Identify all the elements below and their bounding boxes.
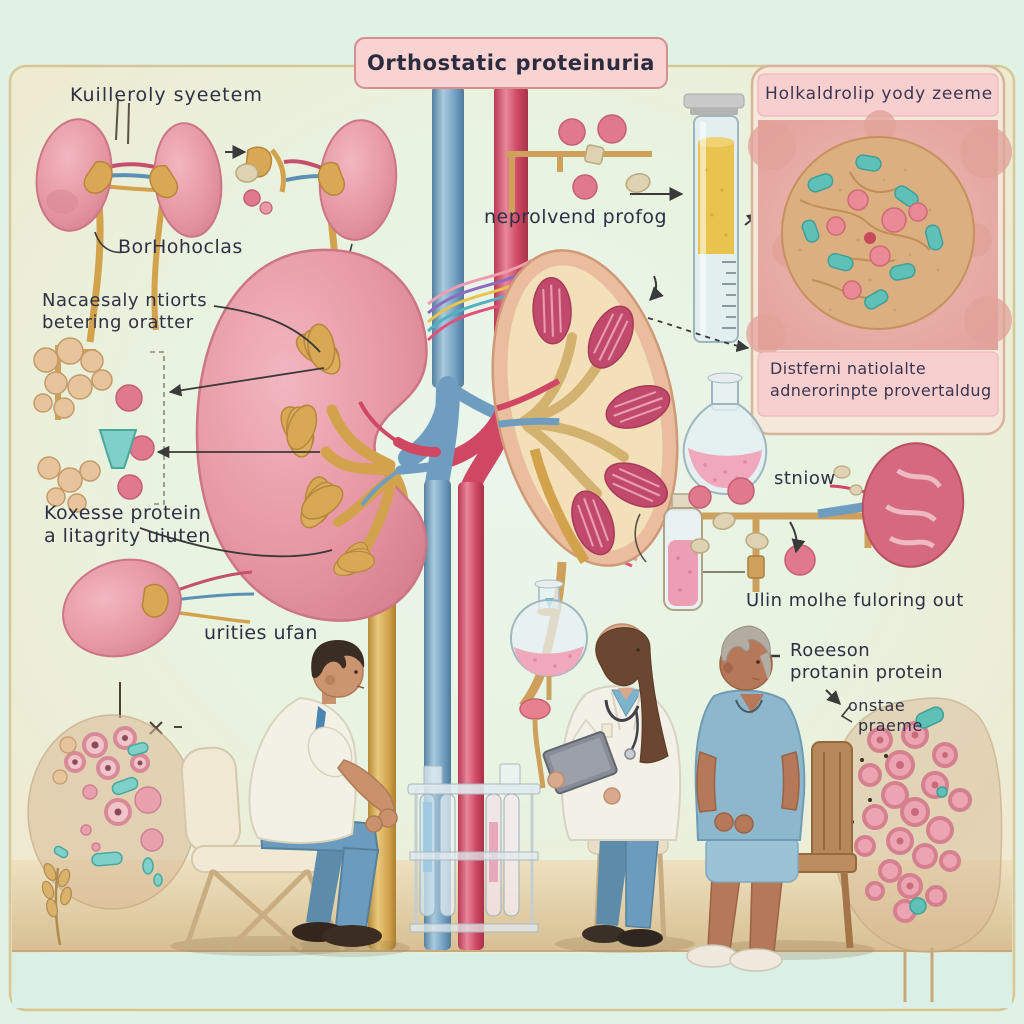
- label-neprolvend: neprolvend profog: [484, 206, 668, 228]
- renal-vein-tube-top: [432, 86, 464, 388]
- protein-molecule-cluster-left: [33, 337, 165, 513]
- label-roeeson: Roeeson protanin protein: [790, 640, 944, 683]
- protein-pipe-diagram-right: [634, 477, 872, 592]
- center-flask-apparatus: [510, 579, 588, 789]
- histology-card-caption: Distferni natiolalte adnerorinpte prover…: [770, 359, 992, 401]
- elderly-patient: [686, 625, 806, 972]
- kidney-pair-sequence: [35, 99, 398, 343]
- label-urities: urities ufan: [204, 622, 318, 644]
- label-nacaesaly: Nacaesaly ntiorts betering oratter: [42, 290, 208, 333]
- small-kidney-left-mid: [62, 558, 255, 658]
- histology-casts: [801, 154, 944, 310]
- title-text: Orthostatic proteinuria: [366, 51, 656, 75]
- histology-card-title: Holkaldrolip yody zeeme: [764, 84, 994, 104]
- renal-artery-tube-bottom: [458, 482, 484, 950]
- graduated-cylinder-urine: [647, 93, 762, 353]
- protein-pipe-diagram-top: [506, 114, 684, 214]
- label-onstae: onstae praeme: [848, 696, 923, 735]
- small-kidney-right: [817, 442, 965, 568]
- large-kidney-cutaway: [195, 248, 441, 622]
- filter-funnel: [98, 429, 138, 469]
- title-banner: Orthostatic proteinuria: [354, 37, 668, 89]
- cell-cluster-left: [27, 682, 197, 946]
- small-kidney-1: [35, 118, 113, 232]
- kidney-cross-section: [491, 249, 679, 567]
- valve: [519, 698, 551, 720]
- label-kidney-system: Kuilleroly syeetem: [70, 84, 263, 106]
- label-ulin: Ulin molhe fuloring out: [746, 590, 964, 611]
- dashed-bracket: [150, 351, 165, 505]
- cell-cluster-right: [825, 689, 1003, 1002]
- pelvis-fragments: [235, 146, 287, 215]
- test-tube-rack: [407, 763, 541, 933]
- female-doctor: [542, 623, 682, 947]
- histology-cells: [826, 189, 928, 300]
- label-borhohoclas: BorHohoclas: [118, 236, 243, 258]
- small-kidney-3: [317, 119, 398, 241]
- pointer-lines: [139, 305, 780, 658]
- label-stniow: stniow: [774, 468, 836, 489]
- seated-patient: [248, 640, 398, 947]
- small-kidney-2: [149, 122, 223, 238]
- wheat-sprig: [41, 862, 72, 946]
- label-koxesse: Koxesse protein a litagrity uiuten: [44, 502, 211, 548]
- histology-glomerulus-inset: [746, 64, 1012, 436]
